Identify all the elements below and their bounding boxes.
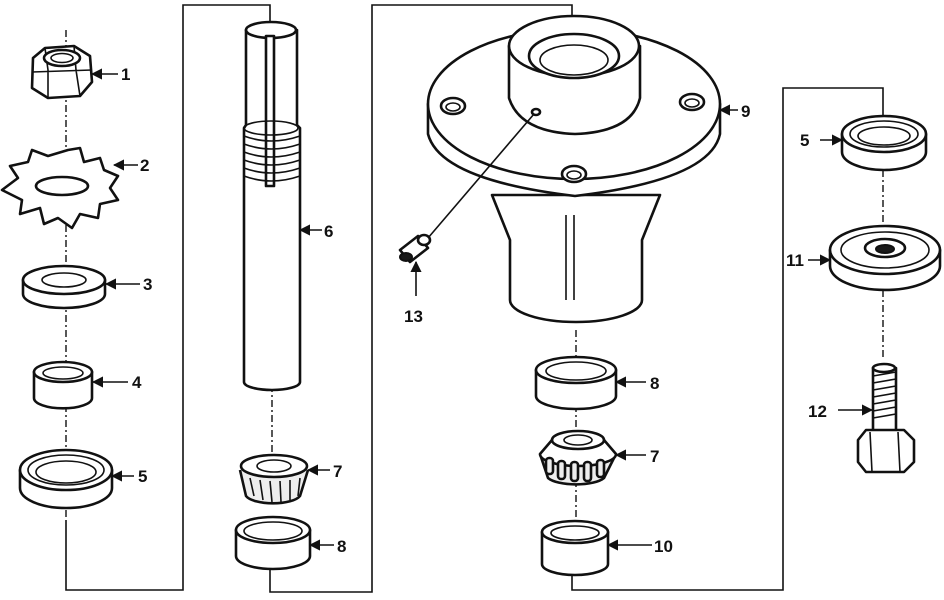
spindle-shaft: 6	[242, 20, 333, 392]
hub-bearing-cup: 8	[534, 355, 659, 411]
callout-9: 9	[741, 102, 750, 121]
hex-nut: 1	[30, 44, 130, 100]
callout-8-shaft: 8	[337, 537, 346, 556]
callout-8-hub: 8	[650, 374, 659, 393]
callout-1: 1	[121, 65, 130, 84]
shaft-bearing-cup: 8	[234, 515, 346, 571]
roller-marks	[249, 477, 301, 503]
spindle-housing: 9	[426, 14, 750, 324]
callout-4: 4	[132, 373, 142, 392]
callout-10: 10	[654, 537, 673, 556]
callout-5-left: 5	[138, 467, 147, 486]
shaft-threads	[243, 135, 301, 182]
callout-5-right: 5	[800, 131, 809, 150]
left-seal: 5	[18, 448, 147, 510]
callout-7-hub: 7	[650, 447, 659, 466]
grease-fitting: 13	[398, 113, 535, 326]
callout-13: 13	[404, 307, 423, 326]
flat-washer: 3	[21, 264, 152, 310]
hub-cone-bearing: 7	[538, 429, 659, 486]
bolt-threads	[872, 371, 897, 419]
callout-11: 11	[786, 251, 804, 270]
left-bearing-cup: 4	[32, 360, 142, 410]
shaft-cone-bearing: 7	[238, 453, 342, 505]
callout-6: 6	[324, 222, 333, 241]
right-seal: 5	[800, 114, 928, 172]
callout-12: 12	[808, 402, 827, 421]
callout-3: 3	[143, 275, 152, 294]
pulley-hub: 11	[786, 224, 942, 292]
connector-frame	[65, 4, 884, 593]
roller-marks-hub	[544, 456, 606, 483]
callout-7-shaft: 7	[333, 462, 342, 481]
spacer: 10	[540, 519, 673, 577]
callout-2: 2	[140, 156, 149, 175]
star-washer: 2	[0, 146, 149, 230]
bolt: 12	[808, 362, 916, 474]
